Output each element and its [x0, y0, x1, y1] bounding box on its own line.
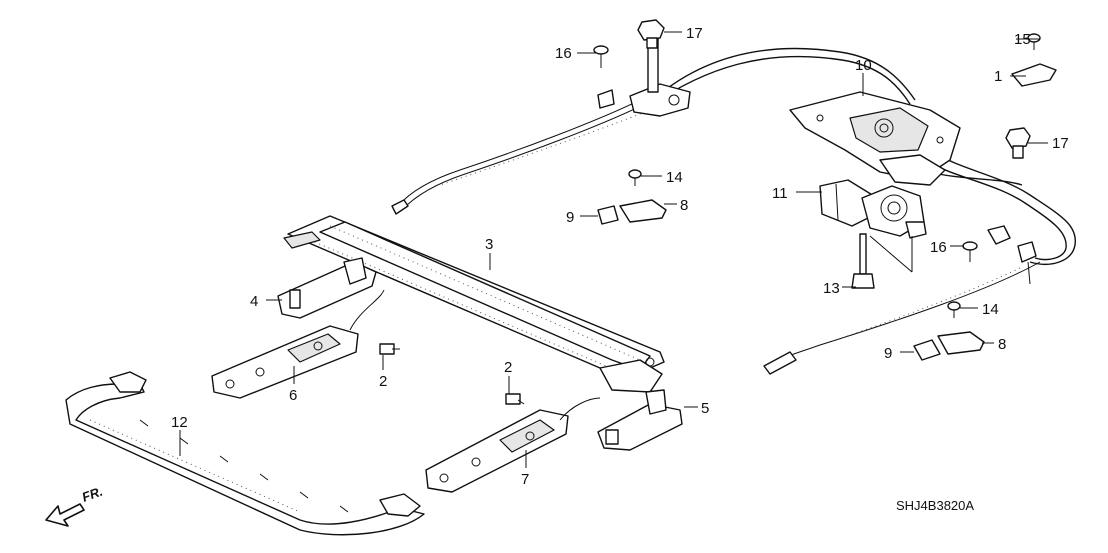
- guide-front-right: [597, 389, 683, 451]
- leader-lines: [179, 31, 1048, 468]
- screw-15: [1027, 33, 1041, 50]
- guide-front-left: [277, 257, 377, 319]
- callout-17a: 17: [686, 25, 703, 42]
- motor-leader-2: [869, 235, 913, 273]
- callout-1: 1: [994, 68, 1002, 85]
- callout-10: 10: [855, 57, 872, 74]
- callout-16a: 16: [555, 45, 572, 62]
- clip-9b: [913, 339, 941, 361]
- front-direction-indicator: FR.: [45, 484, 105, 527]
- drain-channel: [65, 371, 425, 536]
- screw-14a: [628, 169, 642, 186]
- drive-cable-end-right: [987, 225, 1037, 285]
- sunroof-motor: [819, 179, 927, 239]
- callout-15: 15: [1014, 31, 1031, 48]
- drive-mount-plate: [789, 91, 961, 186]
- callout-8b: 8: [998, 336, 1006, 353]
- screw-16a: [593, 45, 609, 68]
- callout-16b: 16: [930, 239, 947, 256]
- bracket-8a: [619, 199, 667, 223]
- callout-12: 12: [171, 414, 188, 431]
- cable-assembly: [391, 47, 1076, 375]
- bolt-13: [851, 233, 875, 289]
- screw-14b: [947, 301, 961, 318]
- sunroof-frame: [283, 215, 665, 393]
- callout-2a: 2: [379, 373, 387, 390]
- slide-mechanism-left: [211, 289, 385, 399]
- arrow-left-icon: [45, 503, 85, 527]
- screw-2a: [379, 343, 400, 355]
- callout-13: 13: [823, 280, 840, 297]
- callout-11: 11: [772, 185, 788, 202]
- callout-9a: 9: [566, 209, 574, 226]
- clip-9a: [597, 205, 619, 225]
- callout-17b: 17: [1052, 135, 1069, 152]
- bolt-17a: [637, 19, 665, 49]
- screw-16b: [962, 241, 978, 262]
- callout-14a: 14: [666, 169, 683, 186]
- diagram-code: SHJ4B3820A: [896, 498, 974, 513]
- callout-3: 3: [485, 236, 493, 253]
- cable-bracket-front: [597, 35, 691, 117]
- callouts: 17 16 10 15 1 17 11 14 8 9 16 13 14 9 8 …: [171, 25, 1069, 488]
- callout-8a: 8: [680, 197, 688, 214]
- slide-mechanism-right: [425, 397, 601, 493]
- callout-6: 6: [289, 387, 297, 404]
- callout-2b: 2: [504, 359, 512, 376]
- callout-14b: 14: [982, 301, 999, 318]
- bracket-8b: [937, 331, 985, 355]
- direction-label: FR.: [80, 484, 105, 505]
- callout-7: 7: [521, 471, 529, 488]
- clip-1: [1011, 63, 1057, 87]
- callout-9b: 9: [884, 345, 892, 362]
- callout-4: 4: [250, 293, 258, 310]
- screw-2b: [505, 393, 525, 405]
- callout-5: 5: [701, 400, 709, 417]
- bolt-17b: [1005, 127, 1031, 159]
